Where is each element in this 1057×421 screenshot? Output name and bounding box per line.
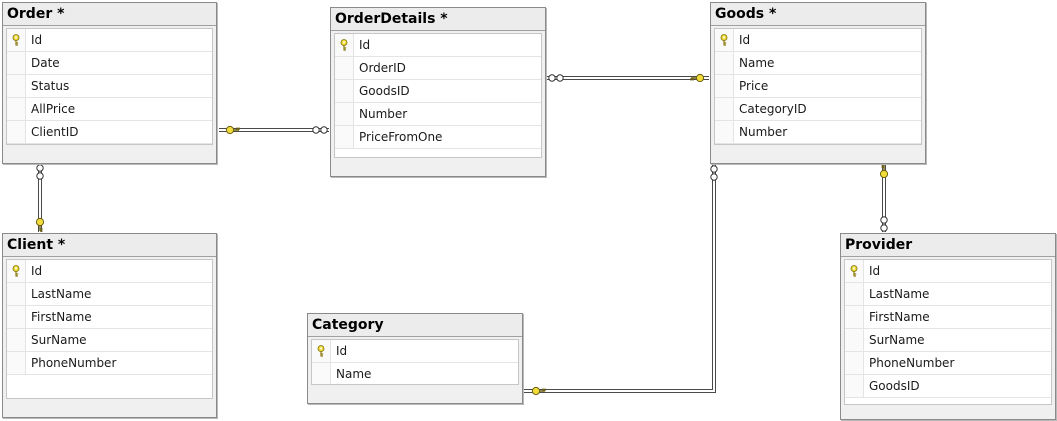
table-orderdetails[interactable]: OrderDetails * Id OrderID GoodsID Number…: [330, 7, 546, 177]
column-row[interactable]: Number: [335, 103, 541, 126]
column-row[interactable]: OrderID: [335, 57, 541, 80]
column-name: Id: [869, 264, 881, 278]
column-row[interactable]: SurName: [7, 329, 212, 352]
table-category[interactable]: Category Id Name: [307, 313, 523, 404]
column-row[interactable]: PhoneNumber: [7, 352, 212, 375]
column-row[interactable]: GoodsID: [845, 375, 1051, 398]
many-end-icon: [710, 165, 718, 173]
table-provider[interactable]: Provider Id LastName FirstName SurName P…: [840, 233, 1056, 420]
table-goods-title[interactable]: Goods *: [711, 3, 925, 26]
column-name: Id: [359, 38, 371, 52]
many-end-icon: [880, 216, 888, 224]
column-name: CategoryID: [739, 102, 807, 116]
table-orderdetails-title[interactable]: OrderDetails *: [331, 8, 545, 31]
many-end-icon: [320, 126, 328, 134]
column-name: Date: [31, 56, 60, 70]
primary-key-icon: [12, 34, 20, 46]
column-name: AllPrice: [31, 102, 76, 116]
table-order-title[interactable]: Order *: [3, 3, 216, 26]
column-row[interactable]: GoodsID: [335, 80, 541, 103]
many-end-icon: [36, 172, 44, 180]
column-name: ClientID: [31, 125, 79, 139]
column-name: LastName: [31, 287, 92, 301]
primary-key-icon: [12, 265, 20, 277]
many-end-icon: [710, 173, 718, 181]
table-order[interactable]: Order * Id Date Status AllPrice ClientID: [2, 2, 217, 164]
column-row[interactable]: FirstName: [845, 306, 1051, 329]
primary-key-icon: [340, 39, 348, 51]
column-name: Id: [739, 33, 751, 47]
column-row[interactable]: Date: [7, 52, 212, 75]
column-name: LastName: [869, 287, 930, 301]
column-row[interactable]: PhoneNumber: [845, 352, 1051, 375]
column-row[interactable]: Name: [312, 363, 518, 384]
one-end-key-icon: [35, 217, 45, 232]
many-end-icon: [548, 74, 556, 82]
column-name: Name: [336, 367, 372, 381]
column-name: Number: [359, 107, 408, 121]
column-row[interactable]: Id: [845, 260, 1051, 283]
primary-key-icon: [317, 345, 325, 357]
column-name: FirstName: [31, 310, 92, 324]
column-row[interactable]: SurName: [845, 329, 1051, 352]
column-row[interactable]: Id: [312, 340, 518, 363]
table-goods-columns: Id Name Price CategoryID Number: [714, 28, 922, 145]
column-name: PhoneNumber: [869, 356, 955, 370]
column-row[interactable]: Number: [715, 121, 921, 144]
column-row[interactable]: ClientID: [7, 121, 212, 144]
table-client-columns: Id LastName FirstName SurName PhoneNumbe…: [6, 259, 213, 399]
column-name: Id: [336, 344, 348, 358]
column-row[interactable]: Id: [7, 260, 212, 283]
relationship-goods-category[interactable]: [524, 165, 716, 393]
column-row[interactable]: Id: [335, 34, 541, 57]
column-row[interactable]: Name: [715, 52, 921, 75]
table-orderdetails-columns: Id OrderID GoodsID Number PriceFromOne: [334, 33, 542, 158]
table-provider-title[interactable]: Provider: [841, 234, 1055, 257]
column-row[interactable]: AllPrice: [7, 98, 212, 121]
column-name: Status: [31, 79, 70, 93]
one-end-key-icon: [879, 164, 889, 179]
primary-key-icon: [720, 34, 728, 46]
one-end-key-icon: [690, 73, 705, 83]
column-name: SurName: [869, 333, 925, 347]
table-goods[interactable]: Goods * Id Name Price CategoryID Number: [710, 2, 926, 164]
column-name: GoodsID: [359, 84, 410, 98]
many-end-icon: [880, 224, 888, 232]
column-name: Price: [739, 79, 769, 93]
one-end-key-icon: [531, 386, 546, 396]
column-name: PriceFromOne: [359, 130, 443, 144]
column-name: PhoneNumber: [31, 356, 117, 370]
column-row[interactable]: LastName: [7, 283, 212, 306]
table-order-columns: Id Date Status AllPrice ClientID: [6, 28, 213, 145]
column-name: Name: [739, 56, 775, 70]
column-row[interactable]: Id: [715, 29, 921, 52]
many-end-icon: [312, 126, 320, 134]
column-row[interactable]: FirstName: [7, 306, 212, 329]
column-name: Number: [739, 125, 788, 139]
column-row[interactable]: Price: [715, 75, 921, 98]
column-row[interactable]: Id: [7, 29, 212, 52]
many-end-icon: [556, 74, 564, 82]
primary-key-icon: [850, 265, 858, 277]
column-name: Id: [31, 33, 43, 47]
column-name: OrderID: [359, 61, 406, 75]
table-category-title[interactable]: Category: [308, 314, 522, 337]
column-row[interactable]: LastName: [845, 283, 1051, 306]
column-name: GoodsID: [869, 379, 920, 393]
one-end-key-icon: [225, 125, 240, 135]
column-name: FirstName: [869, 310, 930, 324]
table-category-columns: Id Name: [311, 339, 519, 385]
many-end-icon: [36, 164, 44, 172]
table-client-title[interactable]: Client *: [3, 234, 216, 257]
table-client[interactable]: Client * Id LastName FirstName SurName P…: [2, 233, 217, 418]
column-row[interactable]: Status: [7, 75, 212, 98]
column-row[interactable]: CategoryID: [715, 98, 921, 121]
table-provider-columns: Id LastName FirstName SurName PhoneNumbe…: [844, 259, 1052, 405]
column-row[interactable]: PriceFromOne: [335, 126, 541, 149]
column-name: SurName: [31, 333, 87, 347]
column-name: Id: [31, 264, 43, 278]
